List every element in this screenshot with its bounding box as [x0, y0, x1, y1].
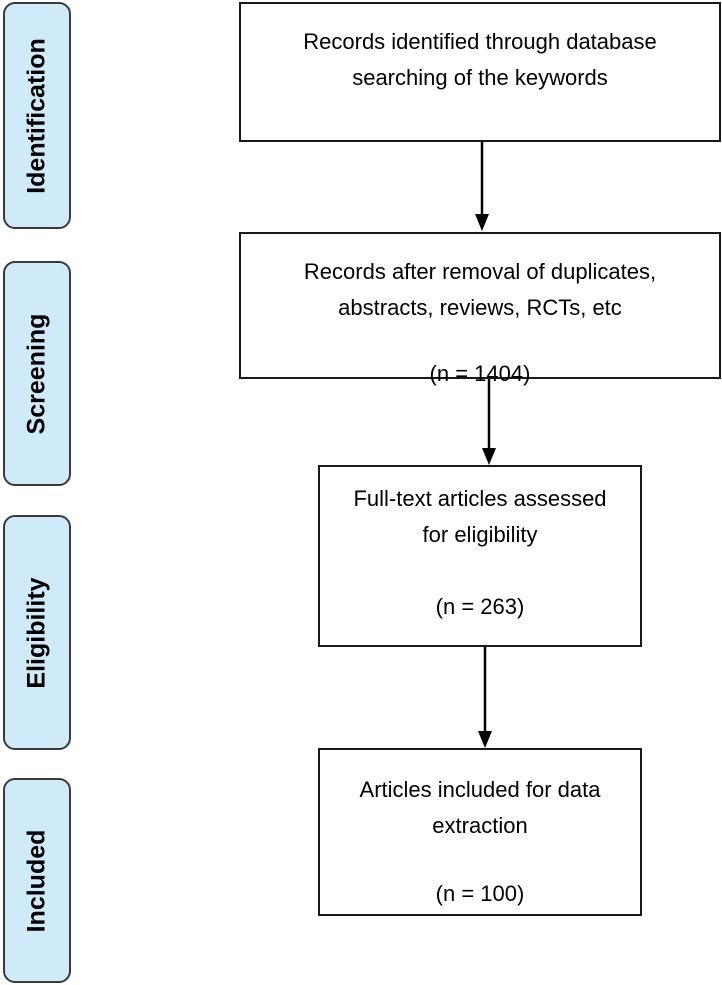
arrow-head-2 — [482, 448, 496, 465]
box-full-text-assessed-line-2: for eligibility — [422, 522, 538, 547]
stage-eligibility: Eligibility — [3, 515, 71, 750]
box-records-identified: Records identified through database sear… — [239, 2, 721, 142]
box-articles-included-count: (n = 100) — [435, 881, 525, 906]
arrow-head-3 — [478, 731, 492, 748]
box-records-after-removal-count: (n = 1404) — [429, 361, 531, 386]
box-articles-included-line-2: extraction — [432, 813, 528, 838]
stage-identification: Identification — [3, 2, 71, 229]
box-full-text-assessed-line-1: Full-text articles assessed — [353, 486, 607, 511]
box-records-identified-line-2: searching of the keywords — [352, 65, 608, 90]
box-records-after-removal-line-2: abstracts, reviews, RCTs, etc — [338, 295, 622, 320]
box-records-after-removal-line-1: Records after removal of duplicates, — [303, 259, 657, 284]
box-records-identified-line-1: Records identified through database — [303, 29, 657, 54]
box-articles-included-line-1: Articles included for data — [359, 777, 601, 802]
box-articles-included: Articles included for data extraction (n… — [318, 748, 642, 916]
stage-included: Included — [3, 778, 71, 983]
box-full-text-assessed-count: (n = 263) — [435, 594, 525, 619]
box-records-after-removal: Records after removal of duplicates, abs… — [239, 232, 721, 386]
box-full-text-assessed: Full-text articles assessed for eligibil… — [318, 465, 642, 647]
arrow-head-1 — [475, 214, 489, 231]
stage-screening: Screening — [3, 261, 71, 486]
